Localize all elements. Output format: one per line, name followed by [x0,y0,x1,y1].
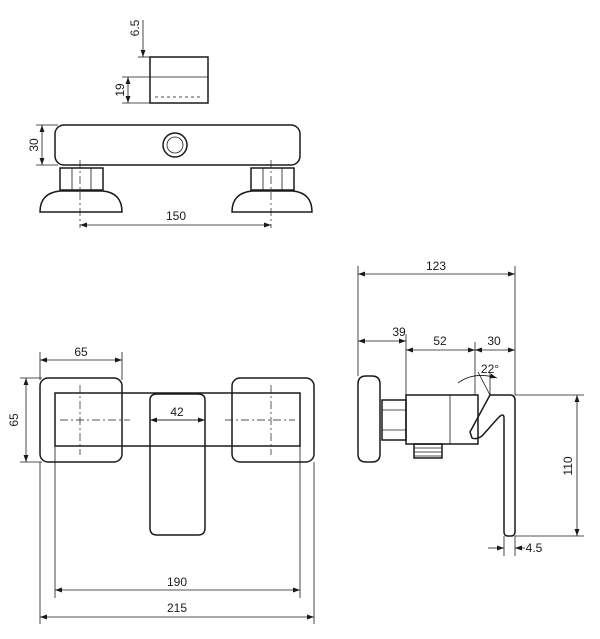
top-handle [149,56,209,104]
svg-text:110: 110 [561,456,575,475]
top-outlet [162,132,188,158]
svg-text:65: 65 [74,345,88,359]
dim-150: 150 [80,209,271,228]
top-left-connector [39,167,123,213]
svg-text:6.5: 6.5 [128,19,142,36]
front-view: 65 65 42 190 215 [7,345,315,624]
top-right-connector [231,167,313,213]
svg-text:39: 39 [392,325,406,339]
dim-190: 190 [54,446,301,598]
svg-text:22°: 22° [481,362,499,376]
dim-19: 19 [113,76,150,104]
dim-110: 110 [515,394,584,537]
dim-angle: 22° [457,362,499,396]
svg-text:150: 150 [166,209,186,223]
dim-123: 123 [357,259,516,395]
svg-text:19: 19 [113,83,127,97]
side-nut [381,399,407,441]
dim-30: 30 [27,124,58,166]
dim-52: 52 [406,334,476,395]
front-lever [149,393,206,536]
dim-215: 215 [39,462,315,624]
top-body [54,124,301,166]
dim-4-5: 4.5 [488,536,543,556]
dim-65-height: 65 [7,377,42,463]
side-thread [413,443,443,459]
side-view: 123 39 52 30 22° 1 [357,259,584,556]
dim-65-width: 65 [39,345,123,380]
svg-text:30: 30 [27,138,41,152]
dim-42: 42 [150,405,205,423]
svg-text:190: 190 [167,575,187,589]
svg-text:30: 30 [487,334,501,348]
front-body [54,392,301,447]
svg-text:4.5: 4.5 [526,541,543,555]
side-lever [469,394,516,537]
top-view: 6.5 19 30 150 [27,19,313,228]
svg-text:215: 215 [167,601,187,615]
svg-text:123: 123 [426,259,446,273]
side-body [405,394,479,445]
side-flange [357,375,381,463]
front-left-cap [39,377,123,463]
svg-text:42: 42 [170,405,184,419]
svg-text:52: 52 [433,334,447,348]
dim-30-lever: 30 [475,334,515,353]
svg-text:65: 65 [7,413,21,427]
dim-6-5: 6.5 [128,19,150,58]
dim-39: 39 [358,325,407,400]
